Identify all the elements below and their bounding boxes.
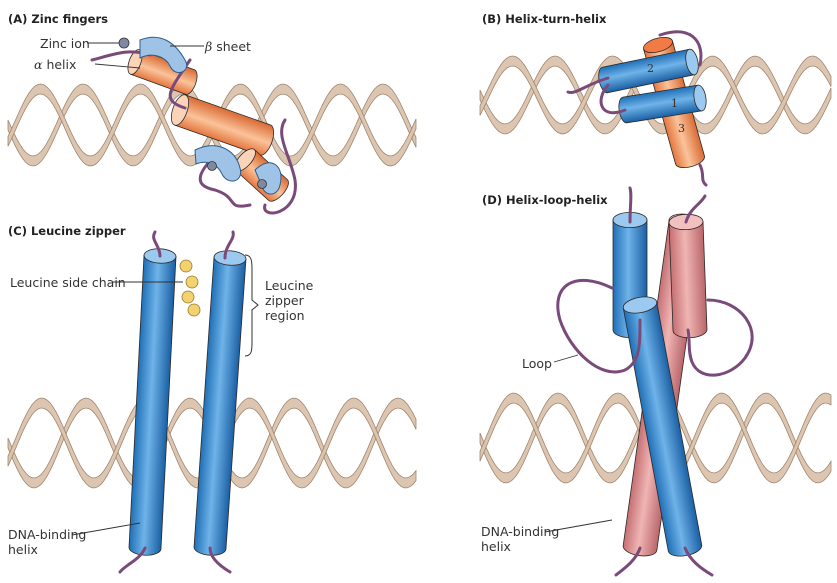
b-loop-3 [599, 83, 627, 115]
b-helix-1 [618, 84, 707, 124]
dna-helix-a-strand [7, 83, 417, 167]
d-top-loop-blue [628, 186, 633, 224]
c-helix-right [193, 250, 247, 556]
panel-a-title: (A) Zinc fingers [8, 12, 108, 26]
zinc-ion-3 [257, 179, 267, 189]
dna-helix-b-strand [479, 55, 832, 135]
beta-sheet-text: sheet [216, 39, 251, 54]
d-pink-helix-upper [668, 213, 708, 339]
d-loop-right [686, 298, 754, 377]
leucine-side-chain-label: Leucine side chain [10, 275, 126, 290]
b-helix-2-cap [685, 48, 699, 76]
b-loop-2 [658, 30, 703, 67]
d-pink-helix-upper-body [668, 220, 708, 339]
b-helix-1-cap [693, 84, 707, 112]
leucine-side-chain-2 [185, 275, 199, 289]
c-dna-binding-leader [71, 522, 141, 536]
a-alpha-helix-1 [127, 49, 198, 95]
a-beta-sheet-1 [139, 36, 188, 74]
loop-leader [553, 354, 579, 363]
panel-c-title: (C) Leucine zipper [8, 224, 126, 238]
b-helix-2 [598, 48, 699, 94]
dna-helix-a [7, 83, 417, 167]
d-loop-left [556, 278, 642, 374]
c-dna-binding-helix-label: DNA-binding helix [8, 527, 87, 557]
dna-helix-a-strand [7, 83, 417, 167]
helix-number-3: 3 [678, 122, 685, 135]
zinc-ion-1 [118, 37, 130, 49]
beta-sheet-label: β sheet [205, 39, 251, 54]
b-helix-3-cap [643, 36, 673, 54]
d-dna-binding-helix-label: DNA-binding helix [481, 524, 560, 554]
c-bottom-loop-left [118, 546, 147, 574]
d-blue-helix-lower-cap [622, 296, 658, 314]
b-loop-4 [698, 163, 708, 187]
leucine-side-chain-4 [187, 303, 201, 317]
c-helix-left [128, 248, 177, 556]
zinc-ion-2 [207, 161, 217, 171]
protein-layer [90, 30, 754, 577]
zinc-ion-label: Zinc ion [40, 36, 90, 51]
c-helix-right-cap [213, 250, 247, 266]
leucine-side-chain-3 [181, 290, 195, 304]
alpha-helix-text: helix [46, 57, 77, 72]
b-helix-2-body [598, 48, 696, 94]
dna-helix-d-strand [479, 392, 832, 484]
dna-helix-b [479, 55, 832, 135]
c-top-loop-left [152, 230, 162, 258]
c-helix-left-body [128, 254, 177, 556]
alpha-helix-leader [94, 63, 141, 69]
a-alpha-helix-2-body [174, 94, 275, 156]
leucine-zipper-region-label: Leucine zipper region [265, 278, 314, 323]
beta-symbol: β [205, 39, 213, 54]
d-top-loop-pink [684, 194, 707, 224]
d-bottom-loop-pink [614, 546, 642, 577]
alpha-symbol: α [34, 57, 43, 72]
loop-label: Loop [522, 356, 552, 371]
d-bottom-loop-blue [683, 546, 714, 577]
d-dna-binding-leader [544, 519, 613, 533]
alpha-helix-label: α helix [34, 57, 76, 72]
panel-d-title: (D) Helix-loop-helix [482, 193, 608, 207]
helix-number-1: 1 [671, 97, 678, 110]
c-bottom-loop-right [208, 546, 232, 574]
leader-lines [71, 42, 613, 536]
c-top-loop-right [223, 230, 235, 260]
a-loop-4 [263, 118, 297, 215]
b-loop-1 [566, 76, 610, 95]
leucine-zipper-bracket [244, 254, 259, 357]
leucine-side-chain-1 [179, 259, 193, 273]
helix-number-2: 2 [647, 62, 654, 75]
dna-helix-b-strand [479, 55, 832, 135]
panel-b-title: (B) Helix-turn-helix [482, 12, 607, 26]
dna-layer [7, 55, 832, 489]
a-beta-sheet-3 [254, 162, 282, 195]
a-alpha-helix-1-body [130, 49, 198, 95]
a-loop-3 [198, 148, 252, 208]
